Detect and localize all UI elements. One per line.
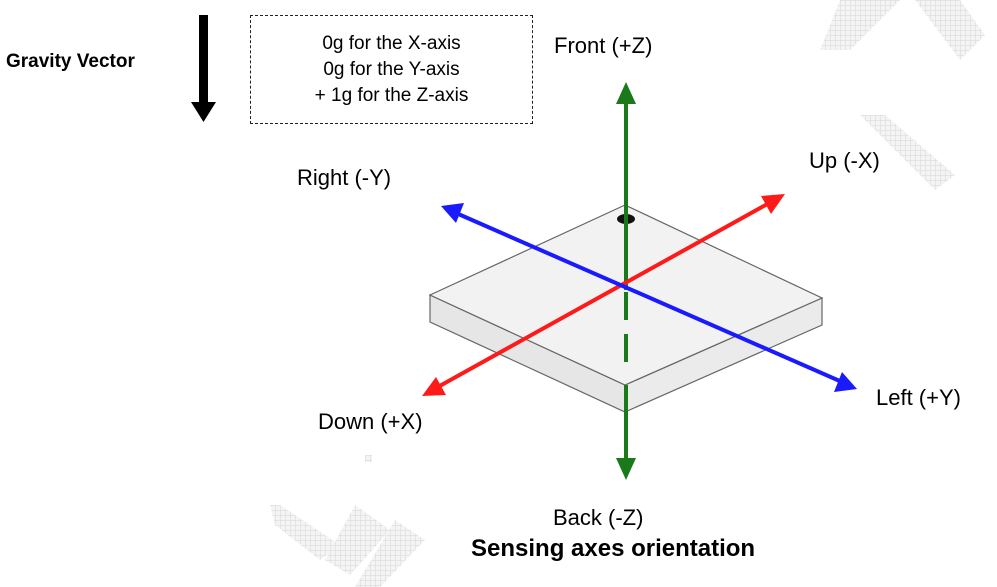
- watermark-shape: [270, 505, 340, 560]
- x-axis-arrow-up: [761, 194, 785, 214]
- z-axis-arrow-down: [616, 458, 636, 480]
- watermark-shape: [820, 0, 900, 50]
- watermark-shape: [365, 455, 372, 462]
- x-axis-arrow-down: [422, 377, 446, 396]
- gravity-z-line: + 1g for the Z-axis: [314, 85, 469, 106]
- gravity-vector-label: Gravity Vector: [6, 51, 135, 72]
- watermark-shape: [355, 520, 425, 587]
- gravity-arrow: [191, 15, 216, 122]
- diagram-caption: Sensing axes orientation: [471, 535, 756, 562]
- watermark-shape: [325, 505, 390, 575]
- gravity-x-line: 0g for the X-axis: [322, 33, 461, 54]
- down-label: Down (+X): [318, 409, 423, 434]
- back-label: Back (-Z): [553, 505, 644, 530]
- y-axis-arrow-right: [441, 203, 464, 223]
- up-label: Up (-X): [809, 148, 880, 173]
- z-axis-arrow-up: [616, 82, 636, 104]
- watermark-shape: [860, 115, 955, 190]
- y-axis: [441, 203, 857, 392]
- y-axis-arrow-left: [834, 372, 857, 392]
- left-label: Left (+Y): [876, 385, 961, 410]
- z-axis: [616, 82, 636, 480]
- x-axis: [422, 194, 785, 396]
- right-label: Right (-Y): [297, 165, 392, 190]
- gravity-y-line: 0g for the Y-axis: [323, 59, 460, 80]
- front-label: Front (+Z): [554, 33, 653, 58]
- watermark-shapes: [270, 0, 985, 587]
- watermark-shape: [915, 0, 985, 60]
- gravity-info-box: 0g for the X-axis 0g for the Y-axis + 1g…: [250, 15, 533, 124]
